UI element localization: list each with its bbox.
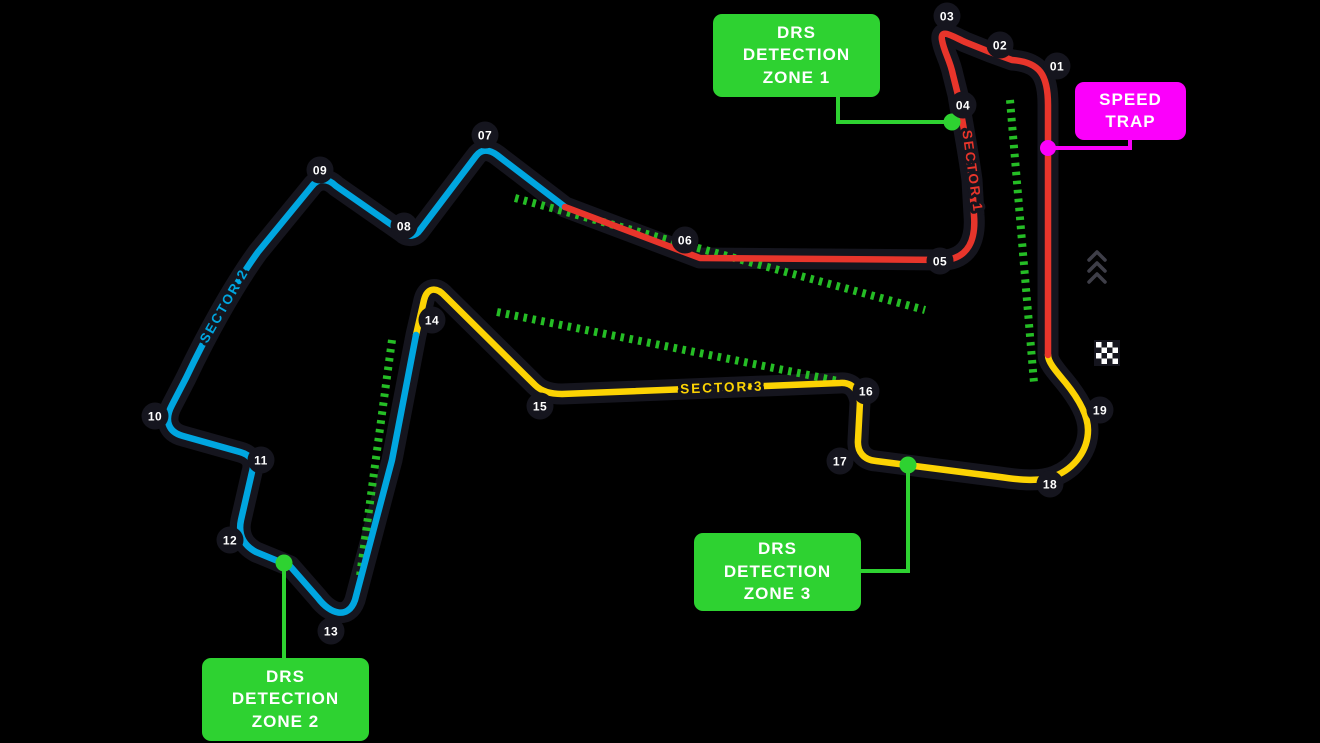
turn-marker-02: 02 xyxy=(986,31,1014,59)
turn-marker-09: 09 xyxy=(306,156,334,184)
turn-marker-18: 18 xyxy=(1036,470,1064,498)
turn-marker-01: 01 xyxy=(1043,52,1071,80)
drs3-connector-line xyxy=(861,465,910,573)
turn-marker-03: 03 xyxy=(933,2,961,30)
sector-1-line xyxy=(561,30,1052,359)
turn-marker-06: 06 xyxy=(671,226,699,254)
checkered-flag-icon xyxy=(1094,340,1120,366)
turn-marker-04: 04 xyxy=(949,91,977,119)
speed-trap-connector-line xyxy=(1048,138,1132,150)
turn-marker-05: 05 xyxy=(926,247,954,275)
speed-trap-box: SPEED TRAP xyxy=(1075,82,1186,140)
turn-marker-11: 11 xyxy=(247,446,275,474)
drs-detection-zone-1-box: DRS DETECTION ZONE 1 xyxy=(713,14,880,97)
drs-detection-zone-2-box: DRS DETECTION ZONE 2 xyxy=(202,658,369,741)
drs-detection-zone-3-box: DRS DETECTION ZONE 3 xyxy=(694,533,861,611)
turn-marker-14: 14 xyxy=(418,306,446,334)
drs-detection-point-3 xyxy=(899,456,917,474)
drs1-connector-line xyxy=(836,96,946,124)
turn-marker-12: 12 xyxy=(216,526,244,554)
turn-marker-07: 07 xyxy=(471,121,499,149)
turn-marker-13: 13 xyxy=(317,617,345,645)
speed-trap-point xyxy=(1040,140,1056,156)
drs-zone-3-dashes xyxy=(496,308,839,385)
drs-zone-2-dashes xyxy=(513,194,927,314)
drs-detection-point-2 xyxy=(275,554,293,572)
turn-marker-19: 19 xyxy=(1086,396,1114,424)
drs-zone-1-dashes xyxy=(1006,99,1038,384)
turn-marker-16: 16 xyxy=(852,377,880,405)
turn-marker-15: 15 xyxy=(526,392,554,420)
turn-marker-08: 08 xyxy=(390,212,418,240)
sector-3-line xyxy=(412,286,1092,484)
sector-3-label: SECTOR 3 xyxy=(680,379,764,397)
turn-marker-10: 10 xyxy=(141,402,169,430)
drs-detection-point-1 xyxy=(943,113,961,131)
turn-marker-17: 17 xyxy=(826,447,854,475)
drs-zone-4-dashes xyxy=(356,339,396,577)
direction-chevrons-icon xyxy=(1087,250,1107,284)
sector-2-label: SECTOR 2 xyxy=(197,266,252,346)
